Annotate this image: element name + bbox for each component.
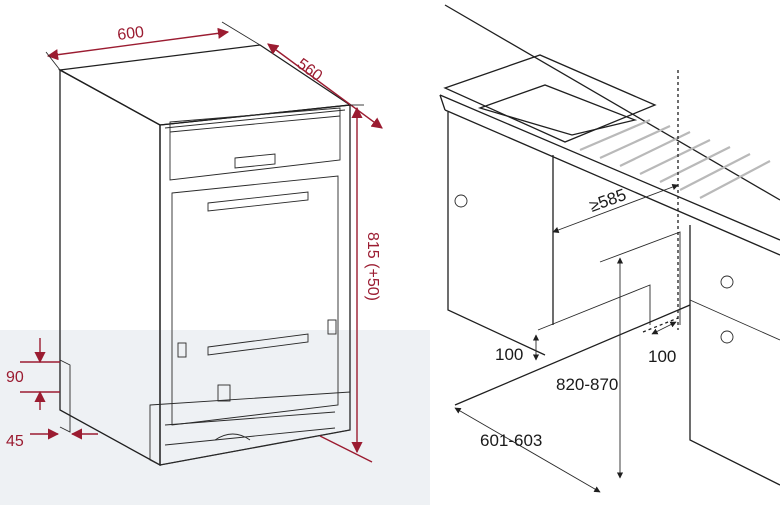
door-slot-top <box>207 191 309 212</box>
niche-height-label: 820-870 <box>556 375 618 394</box>
door-slot-bottom <box>207 333 309 356</box>
right-gap-line <box>651 321 677 335</box>
base-line-2 <box>164 427 336 446</box>
depth-dimension-line <box>267 43 383 129</box>
plinth-depth-label: 45 <box>6 433 24 450</box>
floor-shadow <box>0 330 430 505</box>
width-ext-left <box>45 51 61 71</box>
latch <box>217 384 231 402</box>
sink-rim <box>443 54 657 143</box>
right-cabinet-divider <box>689 299 780 341</box>
height-label: 815 (+50) <box>364 232 381 301</box>
niche-drawing: ≥585 100 100 820-870 601-603 <box>439 4 780 493</box>
plinth-height-label: 90 <box>6 369 24 386</box>
width-dimension-line <box>46 27 230 61</box>
door-panel <box>171 175 339 426</box>
hinge-left <box>177 342 187 358</box>
left-cabinet-knob <box>454 194 468 208</box>
height-ext-bottom <box>319 435 373 463</box>
dishwasher-drawing: 600 560 815 (+50) 90 45 <box>6 21 383 467</box>
left-cabinet-outline <box>447 112 546 356</box>
worktop-corner <box>439 94 446 111</box>
niche-depth-line <box>552 184 679 233</box>
worktop-front-bottom <box>444 109 780 256</box>
hinge-right <box>327 319 337 335</box>
right-gap-label: 100 <box>648 347 676 366</box>
right-cabinet-knob-bottom <box>720 330 734 344</box>
niche-width-line <box>454 407 601 493</box>
right-cabinet-knob-top <box>720 275 734 289</box>
top-rail <box>164 109 346 129</box>
base-frame <box>149 391 351 466</box>
handle-recess <box>234 153 276 169</box>
side-plinth <box>59 359 71 433</box>
niche-back <box>599 231 681 325</box>
adjust-arrow <box>214 433 251 441</box>
niche-floor-back <box>537 284 651 331</box>
left-gap-label: 100 <box>495 345 523 364</box>
worktop-front-top <box>439 94 780 241</box>
width-ext-right <box>221 21 261 46</box>
floor-line <box>454 304 691 406</box>
top-rail-inner <box>169 115 341 133</box>
niche-width-label: 601-603 <box>480 431 542 450</box>
width-label: 600 <box>116 24 145 44</box>
depth-label: 560 <box>294 55 326 85</box>
base-line-1 <box>164 411 336 426</box>
sink-bowl <box>477 84 638 136</box>
right-cabinet-outline <box>689 225 780 486</box>
drainer-grooves <box>579 118 771 199</box>
